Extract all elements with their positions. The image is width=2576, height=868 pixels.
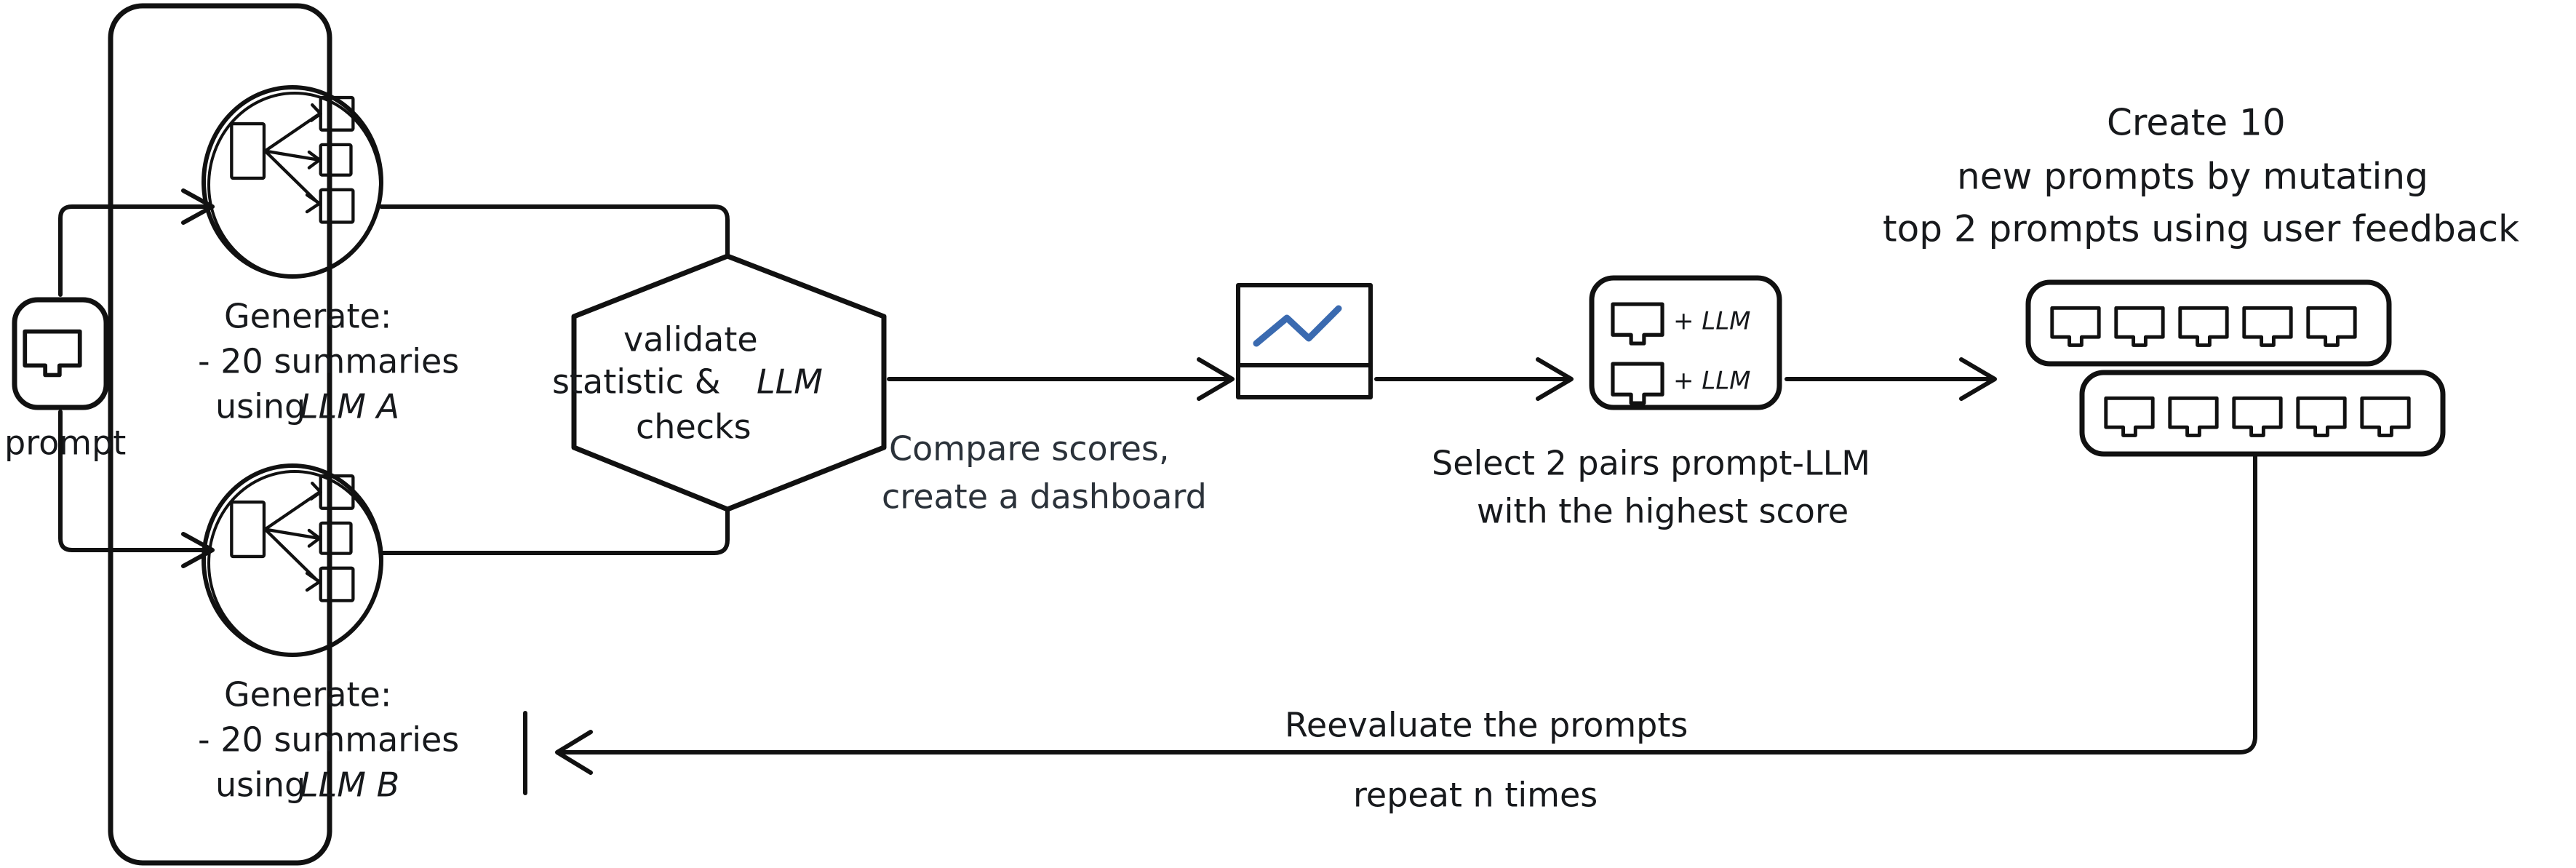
mutate-caption-line2: new prompts by mutating — [1957, 156, 2428, 198]
edge-branch-a-to-validate — [379, 204, 730, 258]
mutate-prompt-row-1[interactable] — [2025, 279, 2392, 367]
branch-b-model: LLM B — [300, 765, 399, 805]
edge-prompt-to-branch-b — [58, 410, 215, 568]
feedback-caption-line1: Reevaluate the prompts — [1285, 706, 1688, 745]
edge-prompt-to-branch-a — [58, 188, 215, 297]
generate-group-container — [108, 3, 332, 866]
mutate-prompt-row-2[interactable] — [2079, 370, 2446, 457]
dashboard-caption-line1: Compare scores, — [889, 429, 1169, 469]
mutate-caption-line1: Create 10 — [2107, 102, 2286, 144]
validate-line2-model: LLM — [757, 362, 823, 402]
validate-line2-prefix: statistic & — [552, 362, 721, 402]
generate-branch-b[interactable] — [202, 463, 383, 657]
edge-dashboard-to-select — [1374, 357, 1574, 401]
feedback-caption-line2: repeat n times — [1353, 776, 1598, 815]
edge-branch-b-to-validate — [379, 507, 730, 555]
branch-b-line2: - 20 summaries — [198, 720, 459, 760]
edge-validate-to-dashboard — [887, 357, 1235, 401]
select-pairs-item2-label: + LLM — [1673, 367, 1751, 396]
select-pairs-item1-label: + LLM — [1673, 307, 1751, 336]
select-pairs-item1-icon — [1613, 304, 1662, 343]
validate-line3: checks — [636, 407, 751, 447]
validate-hexagon[interactable] — [571, 253, 887, 512]
select-pairs-caption-line2: with the highest score — [1477, 492, 1849, 531]
select-pairs-caption-line1: Select 2 pairs prompt-LLM — [1432, 444, 1870, 483]
branch-a-line2: - 20 summaries — [198, 342, 459, 381]
edge-select-to-mutate — [1785, 357, 1997, 401]
prompt-start-node[interactable] — [12, 297, 109, 410]
prompt-label: prompt — [4, 423, 126, 463]
dashboard-caption-line2: create a dashboard — [882, 477, 1207, 517]
branch-a-model: LLM A — [300, 387, 399, 426]
select-pairs-item2-icon — [1613, 364, 1662, 403]
validate-line1: validate — [623, 320, 758, 359]
branch-b-line1: Generate: — [224, 675, 391, 714]
branch-a-line3-prefix: using — [215, 387, 306, 426]
branch-a-line1: Generate: — [224, 297, 391, 336]
branch-b-line3-prefix: using — [215, 765, 306, 805]
select-pairs-node[interactable] — [1589, 275, 1782, 410]
dashboard-node[interactable] — [1236, 283, 1373, 399]
mutate-caption-line3: top 2 prompts using user feedback — [1883, 208, 2519, 250]
generate-branch-a[interactable] — [202, 85, 383, 279]
edge-feedback-loop — [523, 453, 2257, 795]
